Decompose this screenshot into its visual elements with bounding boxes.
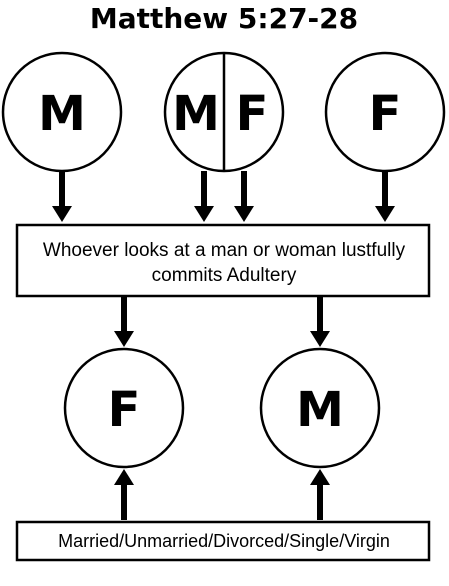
statement-box: Whoever looks at a man or woman lustfull… [15,223,431,298]
bottom-circle-female-letter: F [108,382,141,438]
arrow-down-2 [194,171,214,222]
top-circle-male: M [1,51,123,173]
bottom-circle-male-letter: M [296,382,344,438]
top-circle-male-female: M F [163,51,285,173]
page-title: Matthew 5:27-28 [90,2,358,35]
bottom-circle-male: M [259,347,381,469]
top-circle-mf-letter-m: M [172,86,220,142]
arrow-down-6 [310,297,330,347]
arrow-down-4 [375,171,395,222]
top-circle-female: F [324,51,446,173]
bottom-circle-female: F [63,347,185,469]
arrow-up-1 [114,469,134,520]
statement-line-1: Whoever looks at a man or woman lustfull… [43,240,406,261]
arrow-down-5 [114,297,134,347]
status-text: Married/Unmarried/Divorced/Single/Virgin [58,531,390,551]
status-box: Married/Unmarried/Divorced/Single/Virgin [15,520,431,562]
statement-line-2: commits Adultery [152,265,297,286]
arrow-up-2 [310,469,330,520]
arrow-down-1 [52,171,72,222]
top-circle-male-letter: M [38,86,86,142]
top-circle-female-letter: F [369,86,402,142]
arrow-down-3 [234,171,254,222]
top-circle-mf-letter-f: F [236,86,269,142]
